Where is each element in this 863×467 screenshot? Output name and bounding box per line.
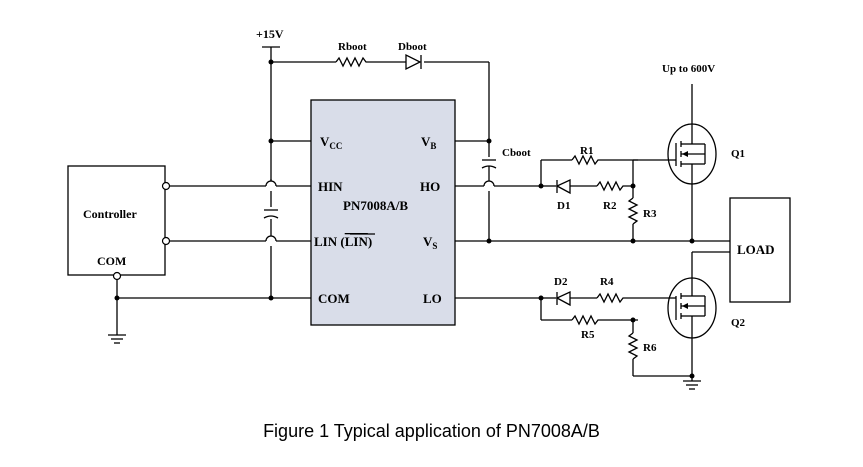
dboot-label: Dboot (398, 41, 427, 53)
r3-label: R3 (643, 208, 657, 220)
high-voltage-label: Up to 600V (662, 63, 715, 75)
q1-label: Q1 (731, 148, 745, 160)
cboot-capacitor (481, 157, 497, 241)
vcc-capacitor (263, 207, 279, 219)
d1-diode (555, 178, 571, 195)
r1-label: R1 (580, 145, 593, 157)
r6-label: R6 (643, 342, 657, 354)
chip-name-label: PN7008A/B (343, 198, 408, 213)
supply-label: +15V (256, 27, 284, 41)
pin-vs-label: VS (423, 234, 437, 251)
r1-resistor (571, 154, 638, 166)
pin-com-label: COM (318, 291, 350, 306)
q2-label: Q2 (731, 317, 746, 329)
r2-label: R2 (603, 200, 617, 212)
pin-vb-label: VB (421, 134, 436, 151)
r6-resistor (627, 332, 639, 360)
ground-icon (108, 334, 126, 344)
pin-lin-label: LIN (LIN) (314, 234, 372, 249)
q1-transistor (667, 123, 717, 185)
r4-label: R4 (600, 276, 614, 288)
cboot-label: Cboot (502, 147, 531, 159)
rboot-label: Rboot (338, 41, 367, 53)
controller-lin-pin (161, 236, 171, 246)
q2-transistor (667, 277, 717, 339)
pin-vcc-label: VCC (320, 134, 342, 151)
pin-hin-label: HIN (318, 179, 343, 194)
dboot-diode (405, 53, 422, 71)
r2-resistor (596, 180, 633, 192)
figure-caption: Figure 1 Typical application of PN7008A/… (263, 421, 600, 441)
controller-label: Controller (83, 207, 137, 221)
d2-label: D2 (554, 276, 568, 288)
controller-box (67, 165, 166, 276)
rboot-resistor (335, 56, 370, 68)
controller-com-label: COM (97, 254, 126, 268)
supply-rail (262, 46, 490, 298)
r4-resistor (596, 292, 630, 304)
ic-body (310, 99, 456, 326)
pin-ho-label: HO (420, 179, 440, 194)
d2-diode (555, 290, 571, 307)
pin-lo-label: LO (423, 291, 442, 306)
load-label: LOAD (737, 242, 775, 257)
r5-resistor (571, 314, 638, 326)
controller-hin-pin (161, 181, 171, 191)
controller-com-pin (112, 271, 122, 281)
load-box (729, 197, 791, 303)
d1-label: D1 (557, 200, 570, 212)
ground-icon (683, 380, 701, 390)
r3-resistor (627, 197, 639, 225)
r5-label: R5 (581, 329, 595, 341)
